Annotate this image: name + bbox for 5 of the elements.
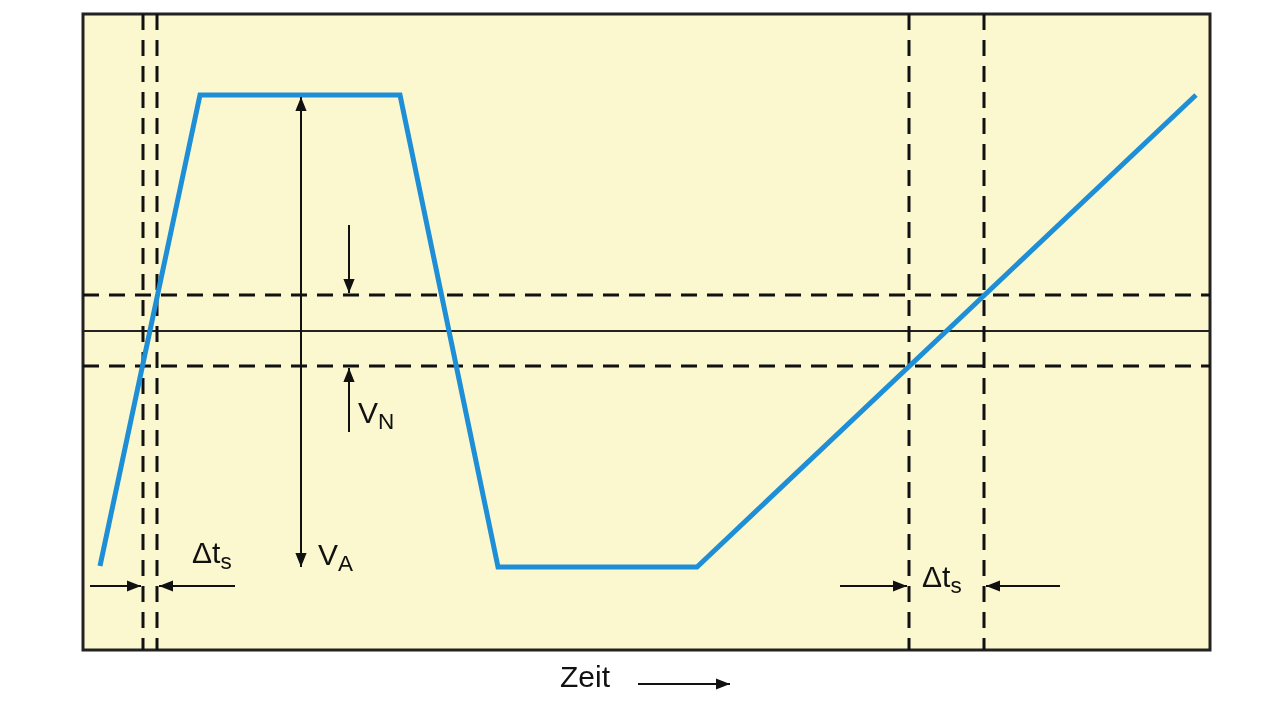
time-interval-label: Δt$_{s}$ <box>922 562 962 592</box>
time-interval-label: Δt$_{s}$ <box>192 538 232 568</box>
voltage-label: V$_{N}$ <box>358 398 395 428</box>
axis-label: Zeit <box>560 662 610 692</box>
voltage-label: V$_{A}$ <box>318 540 354 570</box>
